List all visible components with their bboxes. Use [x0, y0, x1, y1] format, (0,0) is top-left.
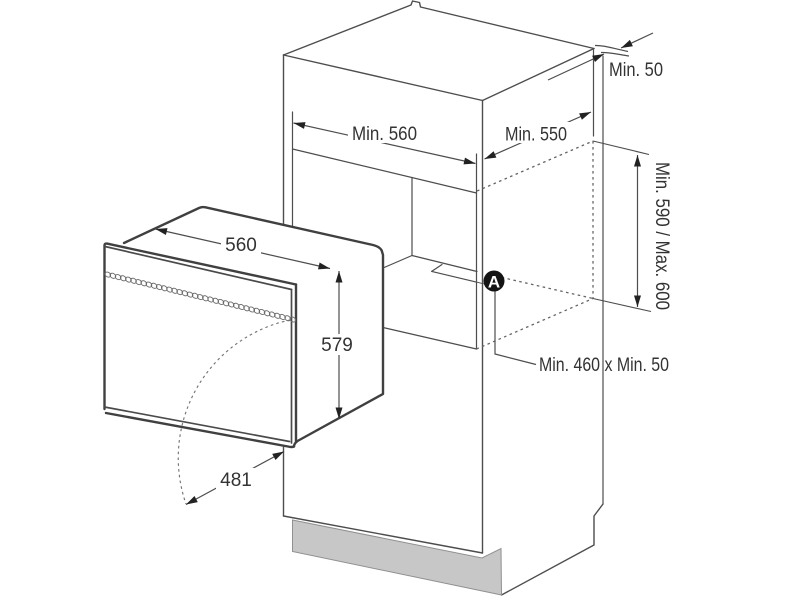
svg-text:Min. 50: Min. 50: [609, 60, 663, 81]
svg-text:Min. 460 x Min. 50: Min. 460 x Min. 50: [539, 355, 669, 376]
svg-text:481: 481: [220, 470, 252, 491]
svg-text:560: 560: [225, 235, 257, 256]
svg-text:Min. 590 / Max. 600: Min. 590 / Max. 600: [651, 162, 672, 310]
svg-text:579: 579: [321, 335, 353, 356]
svg-text:A: A: [488, 273, 500, 292]
svg-text:Min. 560: Min. 560: [352, 124, 417, 145]
svg-text:Min. 550: Min. 550: [505, 125, 567, 146]
